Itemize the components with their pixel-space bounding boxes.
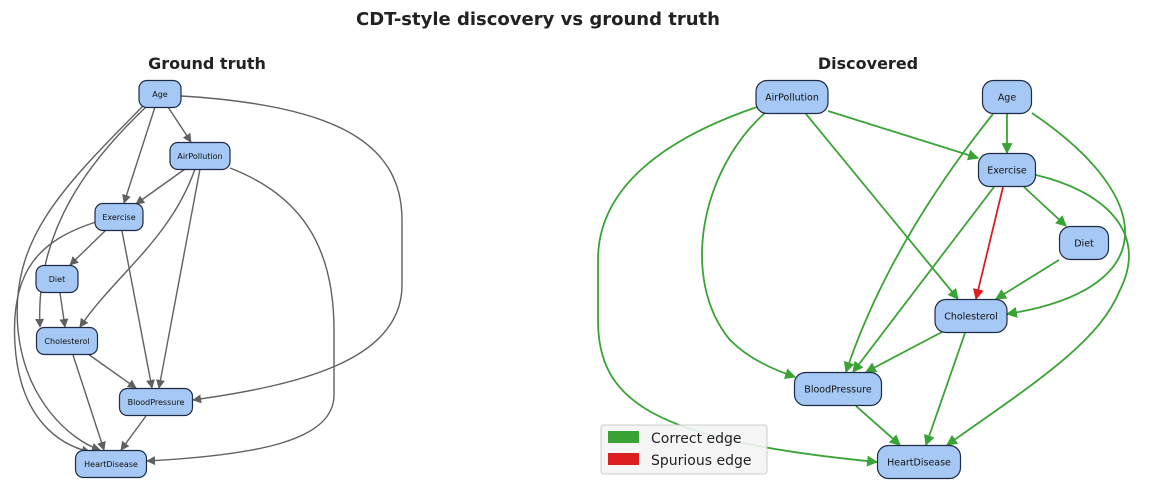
node-box-heart-disease — [876, 444, 962, 480]
node-exercise: Exercise — [977, 152, 1037, 188]
edge-cholesterol-to-heart-disease — [924, 332, 966, 447]
node-label-heart-disease: HeartDisease — [84, 460, 138, 469]
node-label-diet: Diet — [1074, 238, 1094, 249]
node-label-heart-disease: HeartDisease — [887, 457, 951, 468]
node-heart-disease: HeartDisease — [876, 444, 962, 480]
node-air-pollution: AirPollution — [169, 141, 231, 171]
node-layer-discovered: AirPollution AgeExerciseDietCholesterolBl… — [755, 79, 1110, 480]
edge-exercise-to-blood-pressure — [121, 230, 155, 389]
node-label-diet: Diet — [49, 275, 65, 284]
node-box-exercise — [977, 152, 1037, 188]
node-label-exercise: Exercise — [987, 165, 1027, 176]
node-blood-pressure: BloodPressure — [118, 387, 194, 417]
node-box-exercise — [94, 202, 144, 232]
node-label-exercise: Exercise — [102, 213, 135, 222]
node-box-diet — [35, 264, 79, 294]
edge-air-pollution-to-cholesterol — [805, 113, 959, 300]
panel-discovered: Discovered AirPollution AgeExerciseDietCh… — [597, 54, 1130, 480]
node-box-heart-disease — [74, 449, 148, 479]
node-label-air-pollution: AirPollution — [765, 92, 819, 103]
edge-age-to-cholesterol — [1005, 112, 1126, 318]
legend-swatch-spurious — [608, 453, 639, 465]
edge-age-to-blood-pressure — [180, 95, 403, 404]
legend-swatch-correct — [608, 431, 639, 443]
node-label-cholesterol: Cholesterol — [44, 337, 89, 346]
node-cholesterol: Cholesterol — [934, 298, 1008, 334]
node-box-cholesterol — [35, 326, 99, 356]
edge-age-to-exercise — [122, 106, 156, 204]
edge-exercise-to-cholesterol — [972, 186, 1004, 301]
node-box-diet — [1058, 225, 1110, 261]
node-label-age: Age — [152, 90, 168, 99]
node-box-cholesterol — [934, 298, 1008, 334]
edge-age-to-air-pollution — [167, 106, 192, 143]
edge-air-pollution-to-cholesterol — [79, 168, 196, 328]
edge-cholesterol-to-blood-pressure — [87, 353, 137, 389]
edge-cholesterol-to-heart-disease — [72, 354, 106, 451]
panel-ground-truth: Ground truth AgeAirPollutionExerciseDiet… — [13, 54, 403, 479]
panel-title-ground-truth: Ground truth — [148, 54, 266, 73]
legend-frame — [600, 424, 768, 475]
edge-cholesterol-to-blood-pressure — [865, 331, 943, 373]
node-age: Age — [138, 79, 182, 109]
edge-air-pollution-to-heart-disease — [146, 167, 335, 466]
edge-exercise-to-diet — [69, 229, 107, 266]
panel-title-discovered: Discovered — [818, 54, 918, 73]
node-cholesterol: Cholesterol — [35, 326, 99, 356]
edge-air-pollution-to-heart-disease — [597, 106, 879, 467]
legend-label-spurious: Spurious edge — [651, 453, 751, 469]
node-exercise: Exercise — [94, 202, 144, 232]
node-label-blood-pressure: BloodPressure — [128, 398, 185, 407]
node-box-blood-pressure — [118, 387, 194, 417]
edge-age-to-heart-disease — [16, 105, 144, 452]
edge-air-pollution-to-exercise — [135, 168, 186, 205]
figure-title: CDT-style discovery vs ground truth — [356, 9, 720, 30]
edge-layer-ground-truth — [13, 95, 403, 466]
edge-exercise-to-heart-disease — [946, 174, 1130, 446]
edge-exercise-to-heart-disease — [13, 221, 97, 455]
node-label-age: Age — [998, 92, 1017, 103]
node-label-cholesterol: Cholesterol — [944, 311, 998, 322]
legend: Correct edge Spurious edge — [600, 424, 768, 475]
node-box-age — [981, 79, 1033, 115]
edge-layer-discovered — [597, 106, 1130, 467]
edge-exercise-to-blood-pressure — [852, 186, 995, 373]
edge-air-pollution-to-blood-pressure — [156, 168, 201, 389]
node-box-air-pollution — [169, 141, 231, 171]
edge-air-pollution-to-exercise — [827, 110, 980, 161]
node-box-blood-pressure — [793, 371, 883, 407]
edge-blood-pressure-to-heart-disease — [855, 405, 901, 446]
node-layer-ground-truth: AgeAirPollutionExerciseDietCholesterolBl… — [35, 79, 231, 479]
node-box-age — [138, 79, 182, 109]
node-age: Age — [981, 79, 1033, 115]
node-label-air-pollution: AirPollution — [177, 152, 222, 161]
node-diet: Diet — [35, 264, 79, 294]
edge-air-pollution-to-blood-pressure — [701, 111, 797, 379]
edge-diet-to-cholesterol — [995, 259, 1060, 300]
edge-exercise-to-diet — [1023, 186, 1067, 227]
node-diet: Diet — [1058, 225, 1110, 261]
node-heart-disease: HeartDisease — [74, 449, 148, 479]
node-box-air-pollution — [755, 79, 829, 115]
edge-diet-to-cholesterol — [59, 292, 69, 328]
node-air-pollution: AirPollution — [755, 79, 829, 115]
node-label-blood-pressure: BloodPressure — [804, 384, 872, 395]
node-blood-pressure: BloodPressure — [793, 371, 883, 407]
edge-age-to-blood-pressure — [843, 113, 994, 374]
edge-blood-pressure-to-heart-disease — [120, 415, 147, 451]
legend-label-correct: Correct edge — [651, 431, 742, 447]
